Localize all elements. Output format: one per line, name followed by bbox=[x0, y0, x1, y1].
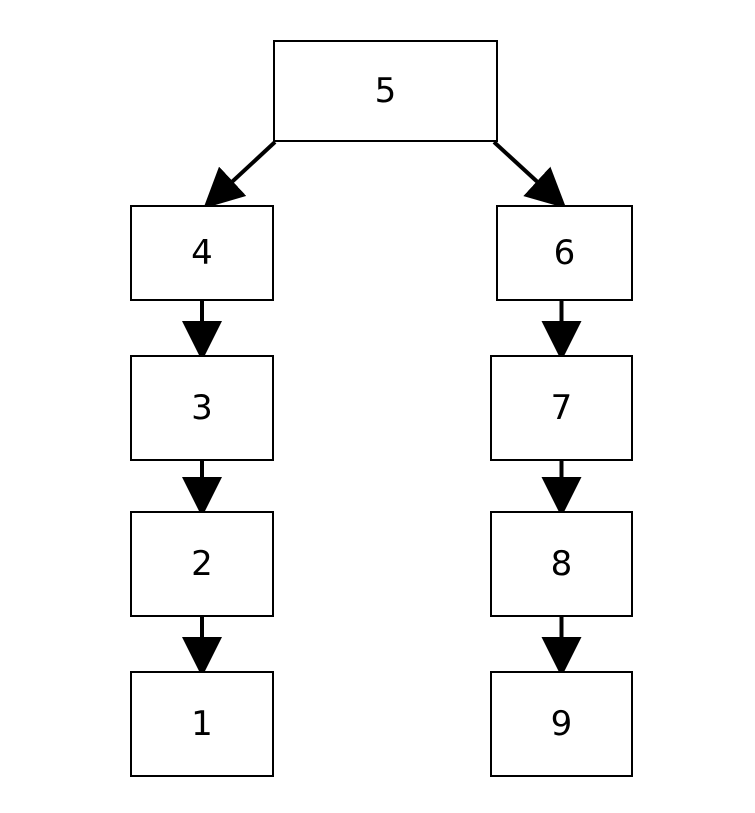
node-7: 7 bbox=[490, 355, 633, 461]
node-5-label: 5 bbox=[374, 71, 397, 111]
node-5: 5 bbox=[273, 40, 498, 142]
node-7-label: 7 bbox=[550, 388, 573, 428]
edge-5-to-4 bbox=[203, 140, 277, 209]
node-6-label: 6 bbox=[553, 233, 576, 273]
edge-5-to-6 bbox=[492, 140, 567, 209]
node-9: 9 bbox=[490, 671, 633, 777]
node-4-label: 4 bbox=[191, 233, 213, 273]
node-1-label: 1 bbox=[191, 704, 213, 744]
node-3: 3 bbox=[130, 355, 274, 461]
node-8-label: 8 bbox=[550, 544, 573, 584]
node-6: 6 bbox=[496, 205, 633, 301]
node-2-label: 2 bbox=[191, 544, 213, 584]
node-2: 2 bbox=[130, 511, 274, 617]
node-1: 1 bbox=[130, 671, 274, 777]
node-3-label: 3 bbox=[191, 388, 213, 428]
node-4: 4 bbox=[130, 205, 274, 301]
node-8: 8 bbox=[490, 511, 633, 617]
node-9-label: 9 bbox=[550, 704, 573, 744]
